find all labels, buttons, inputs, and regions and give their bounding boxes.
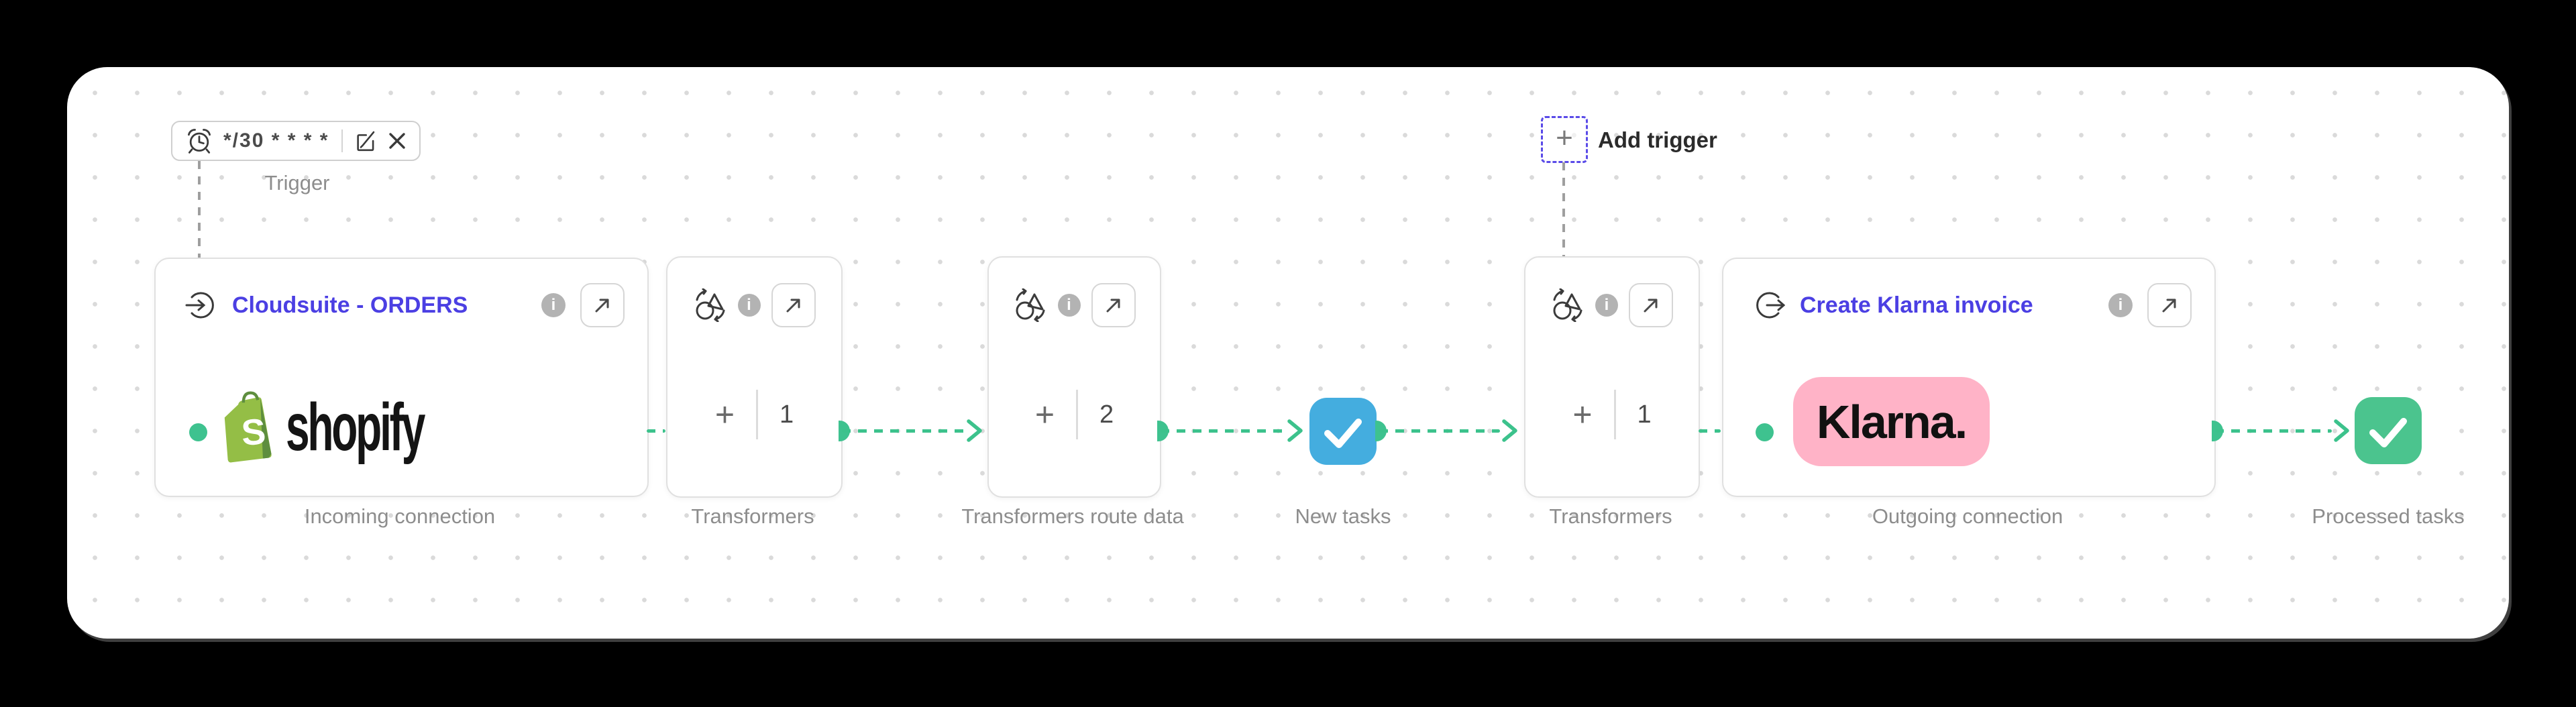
node-label-transformers-1: Transformers [691, 504, 814, 528]
add-trigger-label: Add trigger [1598, 127, 1717, 152]
node-label-processed: Processed tasks [2312, 504, 2465, 528]
connector-newtasks-t2 [1379, 429, 1500, 433]
open-node-button[interactable] [1629, 283, 1673, 327]
node-outgoing-connection[interactable]: Create Klarna invoice i Klarna. [1722, 258, 2216, 497]
shopify-logo: S shopify [220, 377, 501, 478]
klarna-wordmark: Klarna. [1816, 395, 1968, 448]
cron-expression: */30 * * * * [223, 129, 329, 152]
info-icon[interactable]: i [1057, 294, 1081, 317]
check-icon [1324, 419, 1362, 448]
edit-trigger-button[interactable] [352, 128, 378, 154]
transformer-count: 1 [780, 400, 794, 429]
connector-outgoing-processed [2215, 429, 2332, 433]
transformer-count: 1 [1637, 400, 1652, 429]
shopify-wordmark: shopify [286, 390, 425, 465]
shopify-bag-icon: S [224, 391, 272, 463]
connector-arrowhead [2334, 419, 2349, 442]
outgoing-connection-icon [1753, 289, 1785, 321]
trigger-pill[interactable]: */30 * * * * [171, 121, 421, 161]
info-icon[interactable]: i [737, 294, 761, 317]
open-node-button[interactable] [2147, 283, 2192, 327]
check-icon [2369, 418, 2407, 447]
connector-arrowhead [1502, 419, 1517, 442]
add-transformer-button[interactable]: + [1572, 396, 1593, 433]
close-trigger-button[interactable] [387, 131, 407, 151]
klarna-logo: Klarna. [1793, 377, 1990, 466]
node-label-route: Transformers route data [961, 504, 1184, 528]
node-label-outgoing: Outgoing connection [1872, 504, 2063, 528]
node-incoming-connection[interactable]: Cloudsuite - ORDERS i S shopify [154, 258, 649, 497]
info-icon[interactable]: i [1595, 294, 1618, 317]
node-label-new-tasks: New tasks [1295, 504, 1391, 528]
trigger-label: Trigger [264, 171, 330, 195]
svg-text:S: S [240, 412, 267, 453]
add-trigger-connector-line [1562, 162, 1565, 256]
alarm-icon [184, 126, 214, 156]
pill-divider [341, 129, 343, 152]
transformer-icon [1014, 288, 1047, 322]
open-node-button[interactable] [1091, 283, 1136, 327]
node-label-incoming: Incoming connection [304, 504, 496, 528]
processed-tasks-node[interactable] [2355, 397, 2422, 464]
port-dot [1756, 423, 1774, 441]
add-transformer-button[interactable]: + [714, 396, 735, 433]
connector-t2-outgoing [1699, 429, 1721, 433]
transformer-count: 2 [1099, 400, 1114, 429]
transformer-icon [694, 288, 727, 322]
node-label-transformers-2: Transformers [1549, 504, 1672, 528]
new-tasks-node[interactable] [1309, 398, 1377, 465]
add-trigger-plus-icon: + [1556, 121, 1573, 154]
workflow-canvas[interactable]: */30 * * * * Trigger + Add trigger [67, 67, 2509, 639]
add-trigger-button[interactable]: + [1541, 116, 1588, 163]
info-icon[interactable]: i [2108, 293, 2133, 317]
trigger-connector-line [198, 161, 201, 258]
node-transformers-2[interactable]: i + 1 [1524, 256, 1700, 498]
node-title[interactable]: Cloudsuite - ORDERS [232, 292, 468, 318]
info-icon[interactable]: i [541, 293, 566, 317]
port-dot [189, 423, 207, 441]
connector-route-newtasks [1161, 429, 1285, 433]
connector-incoming-t1 [647, 429, 665, 433]
open-node-button[interactable] [771, 283, 816, 327]
open-node-button[interactable] [580, 283, 625, 327]
connector-arrowhead [967, 419, 982, 442]
node-transformers-1[interactable]: i + 1 [666, 256, 843, 498]
node-title[interactable]: Create Klarna invoice [1800, 292, 2033, 318]
connector-arrowhead [1287, 419, 1303, 442]
connector-t1-route [842, 429, 965, 433]
transformer-icon [1551, 288, 1585, 322]
node-transformers-route[interactable]: i + 2 [987, 256, 1161, 498]
add-transformer-button[interactable]: + [1034, 396, 1055, 433]
incoming-connection-icon [185, 289, 217, 321]
